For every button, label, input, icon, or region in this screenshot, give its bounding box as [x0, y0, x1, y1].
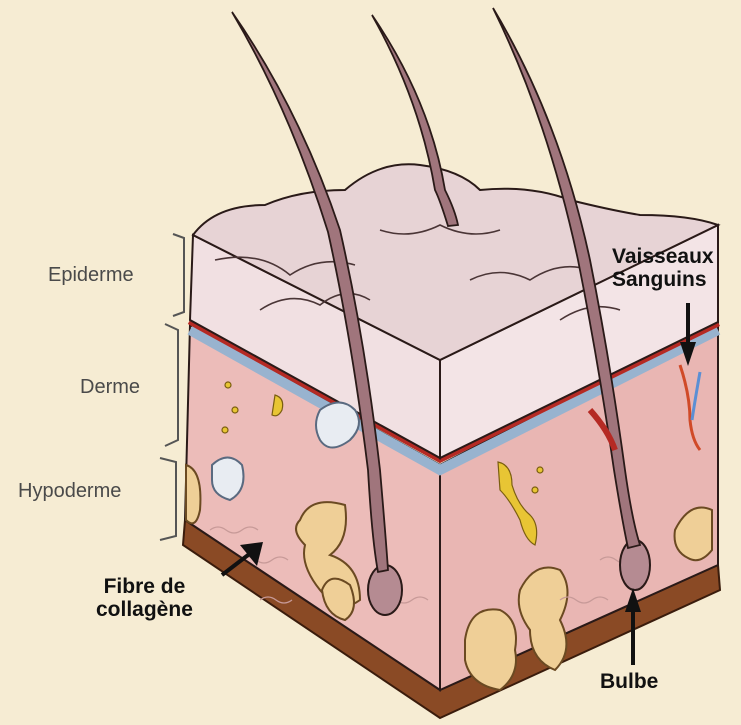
label-vaisseaux-sanguins: Vaisseaux Sanguins [612, 245, 714, 291]
label-epiderme: Epiderme [48, 264, 134, 287]
label-fibre-de-collagene: Fibre de collagène [96, 575, 193, 621]
label-derme: Derme [80, 376, 140, 399]
label-bulbe: Bulbe [600, 670, 658, 693]
label-hypoderme: Hypoderme [18, 480, 121, 503]
